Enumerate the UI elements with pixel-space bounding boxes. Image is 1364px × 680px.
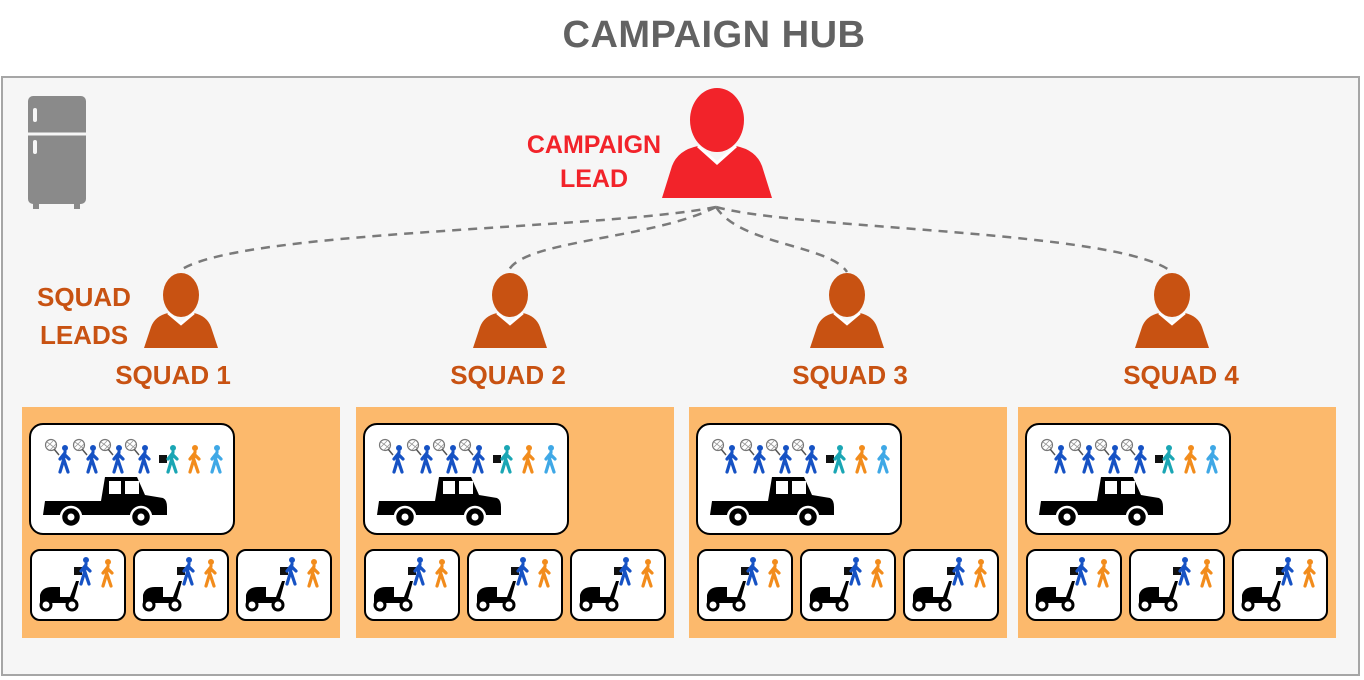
- scooter-team-card: [364, 549, 460, 621]
- campaign-lead-person-icon: [662, 88, 772, 198]
- connector-squad-1: [177, 205, 717, 273]
- scooter-team-card: [1232, 549, 1328, 621]
- scooter-team-card: [236, 549, 332, 621]
- pickup-truck-icon: [377, 477, 501, 529]
- scooter-icon: [1241, 581, 1281, 612]
- squad-name: SQUAD 3: [792, 360, 908, 390]
- squad-lead-person-icon: [810, 273, 884, 348]
- connector-squad-2: [506, 205, 717, 273]
- squad-panel: [356, 407, 674, 638]
- scooter-icon: [579, 581, 619, 612]
- squad-name: SQUAD 4: [1123, 360, 1239, 390]
- squad-lead-person-icon: [473, 273, 547, 348]
- scooter-team-card: [903, 549, 999, 621]
- page-title: CAMPAIGN HUB: [562, 14, 866, 56]
- scooter-team-card: [800, 549, 896, 621]
- squad-lead-person-icon: [144, 273, 218, 348]
- fridge-icon: [28, 96, 86, 209]
- squad-panel: [22, 407, 340, 638]
- scooter-team-card: [1026, 549, 1122, 621]
- scooter-team-card: [133, 549, 229, 621]
- scooter-icon: [706, 581, 746, 612]
- connector-squad-4: [715, 205, 1173, 273]
- scooter-icon: [476, 581, 516, 612]
- pickup-truck-icon: [43, 477, 167, 529]
- pickup-truck-icon: [710, 477, 834, 529]
- squad-lead-person-icon: [1135, 273, 1209, 348]
- scooter-icon: [142, 581, 182, 612]
- scooter-icon: [39, 581, 79, 612]
- scooter-icon: [809, 581, 849, 612]
- squad-panel: [689, 407, 1007, 638]
- campaign-lead-label: CAMPAIGN LEAD: [526, 131, 662, 193]
- scooter-icon: [1035, 581, 1075, 612]
- scooter-icon: [373, 581, 413, 612]
- scooter-icon: [245, 581, 285, 612]
- scooter-team-card: [30, 549, 126, 621]
- squad-panel: [1018, 407, 1336, 638]
- squad-name: SQUAD 2: [450, 360, 566, 390]
- squad-leads-label: SQUAD LEADS: [37, 282, 131, 350]
- truck-team-card: [1025, 423, 1231, 535]
- scooter-team-card: [1129, 549, 1225, 621]
- scooter-team-card: [697, 549, 793, 621]
- scooter-team-card: [467, 549, 563, 621]
- squad-name: SQUAD 1: [115, 360, 231, 390]
- scooter-icon: [1138, 581, 1178, 612]
- scooter-team-card: [570, 549, 666, 621]
- pickup-truck-icon: [1039, 477, 1163, 529]
- connector-squad-3: [714, 206, 849, 273]
- truck-team-card: [363, 423, 569, 535]
- scooter-icon: [912, 581, 952, 612]
- truck-team-card: [696, 423, 902, 535]
- truck-team-card: [29, 423, 235, 535]
